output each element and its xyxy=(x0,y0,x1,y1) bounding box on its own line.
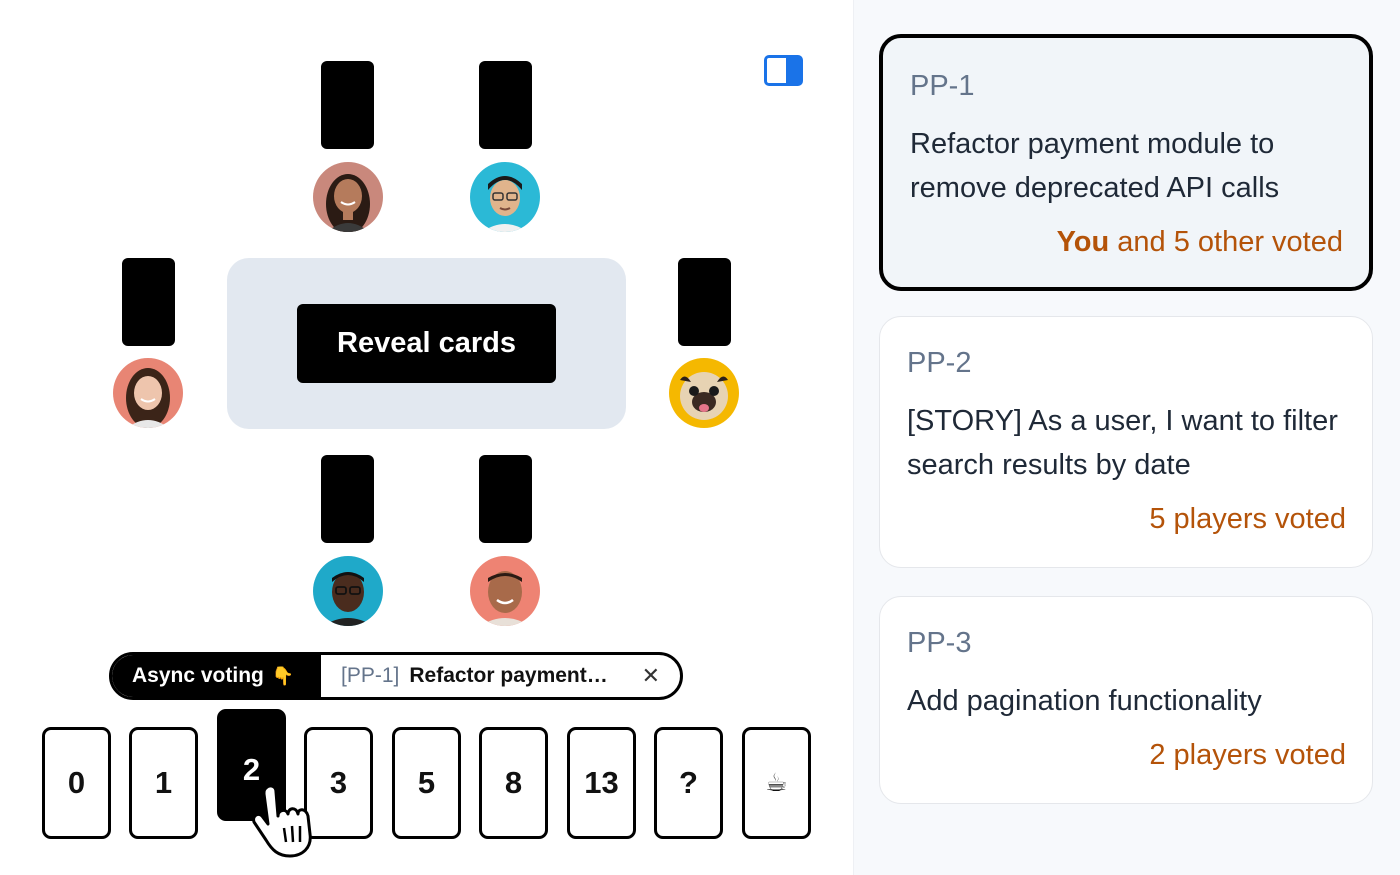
poker-table-area: Reveal cards Async voting 👇 [PP-1] Refac… xyxy=(42,55,811,858)
current-story[interactable]: [PP-1] Refactor payment… xyxy=(321,655,680,697)
story-title: Refactor payment module to remove deprec… xyxy=(910,128,1280,204)
close-icon[interactable]: ✕ xyxy=(641,663,660,688)
story-votes-rest: and 5 other voted xyxy=(1109,226,1343,258)
player-card-facedown xyxy=(479,61,532,149)
reveal-cards-button[interactable]: Reveal cards xyxy=(297,304,556,383)
pointing-down-icon: 👇 xyxy=(271,665,295,686)
player-card-facedown xyxy=(321,455,374,543)
player-avatar xyxy=(470,162,540,232)
player-avatar xyxy=(113,358,183,428)
vote-card-8[interactable]: 8 xyxy=(479,727,548,839)
async-voting-label[interactable]: Async voting 👇 xyxy=(112,655,321,697)
vote-card-question[interactable]: ? xyxy=(654,727,723,839)
player-card-facedown xyxy=(479,455,532,543)
vote-card-coffee[interactable]: ☕ xyxy=(742,727,811,839)
story-title: [STORY] As a user, I want to filter sear… xyxy=(907,405,1338,481)
async-voting-bar: Async voting 👇 [PP-1] Refactor payment… … xyxy=(109,652,683,700)
player-card-facedown xyxy=(321,61,374,149)
player-avatar xyxy=(669,358,739,428)
sidebar-toggle-icon[interactable] xyxy=(764,55,803,86)
player-card-facedown xyxy=(678,258,731,346)
story-votes: You and 5 other voted xyxy=(1057,226,1343,259)
vote-card-3[interactable]: 3 xyxy=(304,727,373,839)
player-card-facedown xyxy=(122,258,175,346)
story-key: PP-2 xyxy=(907,347,972,379)
story-votes: 5 players voted xyxy=(1149,503,1346,535)
story-votes: 2 players voted xyxy=(1149,739,1346,771)
current-story-key: [PP-1] xyxy=(341,664,400,687)
story-card-pp-1[interactable]: PP-1 Refactor payment module to remove d… xyxy=(879,34,1373,291)
vote-card-5[interactable]: 5 xyxy=(392,727,461,839)
player-avatar xyxy=(470,556,540,626)
player-avatar xyxy=(313,556,383,626)
hand-pointer-cursor-icon xyxy=(252,784,312,858)
current-story-title: Refactor payment… xyxy=(409,664,608,687)
vote-card-13[interactable]: 13 xyxy=(567,727,636,839)
player-avatar xyxy=(313,162,383,232)
story-votes-you: You xyxy=(1056,226,1110,258)
story-title: Add pagination functionality xyxy=(907,685,1262,717)
async-voting-text: Async voting xyxy=(132,664,264,687)
story-card-pp-2[interactable]: PP-2 [STORY] As a user, I want to filter… xyxy=(879,316,1373,568)
story-key: PP-1 xyxy=(910,70,975,102)
vote-card-1[interactable]: 1 xyxy=(129,727,198,839)
story-key: PP-3 xyxy=(907,627,972,659)
story-card-pp-3[interactable]: PP-3 Add pagination functionality 2 play… xyxy=(879,596,1373,804)
vote-card-0[interactable]: 0 xyxy=(42,727,111,839)
